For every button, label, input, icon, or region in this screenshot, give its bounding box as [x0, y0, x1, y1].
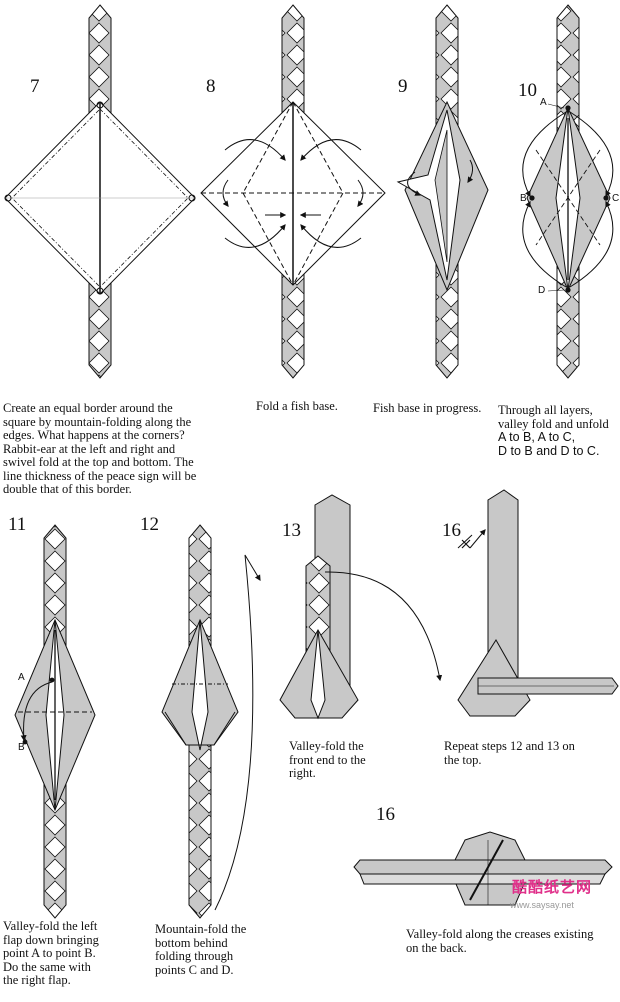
step10-figure: [522, 4, 614, 379]
step8-figure: [200, 4, 386, 379]
step-number-12: 12: [140, 514, 159, 535]
label-c-step10: C: [612, 193, 620, 204]
step-number-16-top: 16: [442, 520, 461, 541]
label-a-step11: A: [18, 672, 25, 683]
watermark-url: www.saysay.net: [510, 900, 574, 910]
point-d: [565, 287, 571, 293]
label-b-step11: B: [18, 742, 25, 753]
step-number-9: 9: [398, 76, 408, 97]
point-c: [603, 195, 609, 201]
step16a-figure: [457, 489, 619, 717]
step9-figure: [396, 4, 489, 379]
caption-step8: Fold a fish base.: [256, 399, 338, 413]
point-b: [529, 195, 535, 201]
caption-step9: Fish base in progress.: [373, 401, 482, 415]
step-number-11: 11: [8, 514, 27, 535]
caption-step10: Through all layers,valley fold and unfol…: [498, 403, 609, 458]
point-a: [565, 105, 571, 111]
step16b-figure: [353, 831, 613, 906]
step12-figure: [161, 524, 261, 919]
step-number-8: 8: [206, 76, 216, 97]
step7-figure: [4, 4, 196, 379]
step-number-10: 10: [518, 80, 537, 101]
label-b-step10: B: [520, 193, 527, 204]
label-a-step10: A: [540, 97, 547, 108]
step-number-7: 7: [30, 76, 40, 97]
step-number-16-bottom: 16: [376, 804, 395, 825]
step13-figure: [279, 494, 443, 720]
watermark-logo: 酷酷纸艺网: [512, 879, 593, 896]
step11-figure: [14, 524, 96, 919]
label-d-step10: D: [538, 285, 546, 296]
step-number-13: 13: [282, 520, 301, 541]
